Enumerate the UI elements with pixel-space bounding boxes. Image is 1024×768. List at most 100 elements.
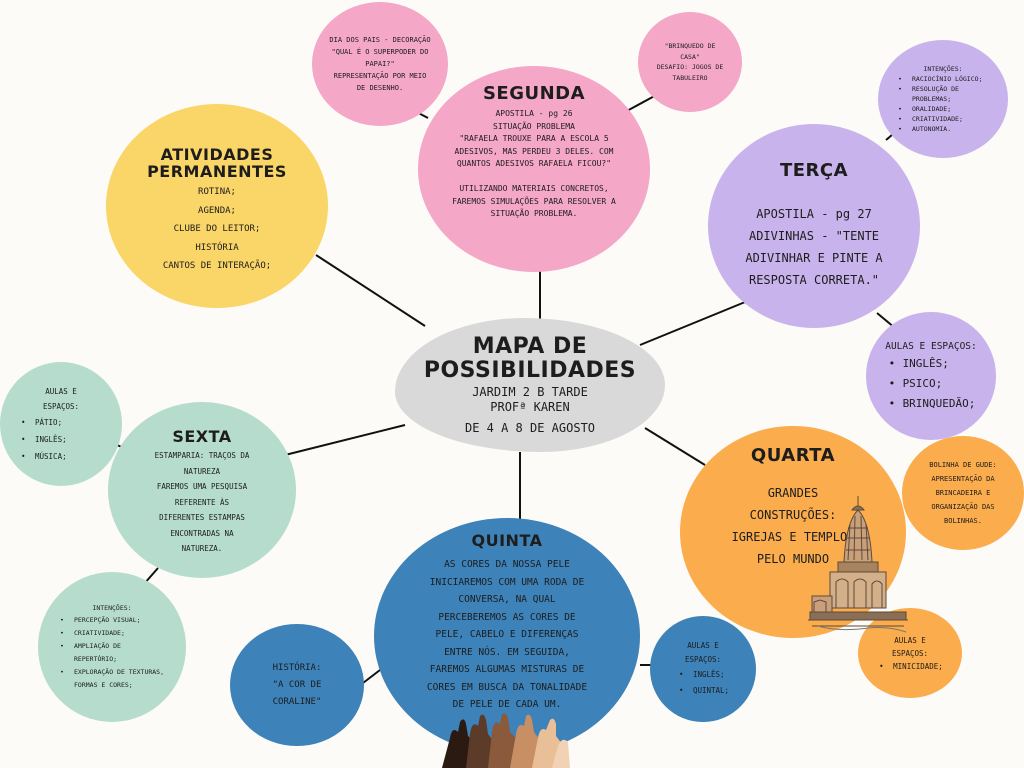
hands-illustration: [442, 713, 570, 768]
dia-dos-pais-line: DE DESENHO.: [356, 84, 404, 92]
bolinha-de-gude-line: APRESENTAÇÃO DA: [931, 475, 995, 483]
dia-dos-pais-line: DIA DOS PAIS - DECORAÇÃO: [329, 36, 431, 44]
dia-dos-pais-line: "QUAL É O SUPERPODER DO: [331, 48, 429, 56]
quinta-node: QUINTA AS CORES DA NOSSA PELE INICIAREMOS…: [374, 518, 640, 754]
aulas-quarta-header1: AULAS E: [894, 635, 926, 645]
terca-node: TERÇA APOSTILA - pg 27 ADIVINHAS - "TENTE…: [708, 124, 920, 328]
segunda-line: QUANTOS ADESIVOS RAFAELA FICOU?": [456, 159, 612, 168]
brinquedo-line: DESAFIO: JOGOS DE: [656, 63, 724, 71]
center-node: MAPA DE POSSIBILIDADES JARDIM 2 B TARDE …: [395, 318, 665, 452]
quinta-text: AS CORES DA NOSSA PELE INICIAREMOS COM UM…: [427, 556, 587, 714]
intencoes-terca-header: INTENÇÕES:: [923, 65, 963, 73]
aulas-quinta-header2: ESPAÇOS:: [684, 655, 722, 664]
atividades-node: ATIVIDADES PERMANENTES ROTINA;AGENDA;CLU…: [106, 104, 328, 308]
terca-line: ADIVINHAS - "TENTE: [748, 229, 880, 243]
sexta-title: SEXTA: [172, 427, 232, 446]
quinta-line: CONVERSA, NA QUAL: [458, 594, 556, 605]
atividades-line: HISTÓRIA: [195, 242, 239, 253]
intencao-terca-item: RACIOCÍNIO LÓGICO;: [896, 74, 990, 84]
aula-terca-item: BRINQUEDÃO;: [887, 394, 976, 414]
quarta-line: IGREJAS E TEMPLOS: [731, 530, 855, 544]
aulas-quinta-list: INGLÊS;QUINTAL;: [677, 667, 729, 699]
aulas-quarta-node: AULAS E ESPAÇOS: MINICIDADE;: [858, 608, 962, 698]
atividades-line: CANTOS DE INTERAÇÃO;: [162, 261, 272, 271]
quarta-title: QUARTA: [750, 445, 836, 466]
atividades-title-line2: PERMANENTES: [147, 162, 287, 181]
historia-line: HISTÓRIA:: [272, 662, 322, 673]
aulas-sexta-header2: ESPAÇOS:: [42, 401, 80, 411]
segunda-line: [452, 171, 616, 184]
terca-title: TERÇA: [779, 160, 849, 181]
intencao-sexta-item: PERCEPÇÃO VISUAL;: [58, 614, 166, 627]
brinquedo-line: CASA": [680, 52, 700, 61]
atividades-line: AGENDA;: [198, 205, 236, 216]
intencao-sexta-item: AMPLIAÇÃO DE REPERTÓRIO;: [58, 640, 166, 666]
quinta-line: DE PELE DE CADA UM.: [452, 699, 562, 710]
quinta-line: INICIAREMOS COM UMA RODA DE: [429, 576, 585, 588]
segunda-line: SITUAÇÃO PROBLEMA: [493, 121, 575, 131]
intencoes-sexta-node: INTENÇÕES: PERCEPÇÃO VISUAL;CRIATIVIDADE…: [38, 572, 186, 722]
aulas-sexta-node: AULAS E ESPAÇOS: PÁTIO;INGLÊS;MÚSICA;: [0, 362, 122, 486]
bolinha-de-gude-line: BOLINHAS.: [944, 517, 982, 525]
intencoes-sexta-list: PERCEPÇÃO VISUAL;CRIATIVIDADE;AMPLIAÇÃO …: [58, 614, 166, 692]
dia-dos-pais-text: DIA DOS PAIS - DECORAÇÃO "QUAL É O SUPERP…: [329, 34, 430, 94]
quinta-line: CORES EM BUSCA DA TONALIDADE: [426, 681, 588, 693]
dia-dos-pais-line: PAPAI?": [365, 60, 395, 68]
intencao-terca-item: ORALIDADE;: [896, 104, 990, 114]
center-dates: DE 4 A 8 DE AGOSTO: [464, 420, 596, 435]
terca-line: APOSTILA - pg 27: [756, 207, 872, 221]
sexta-line: FAREMOS UMA PESQUISA: [156, 482, 248, 491]
segunda-line: ADESIVOS, MAS PERDEU 3 DELES. COM: [454, 146, 614, 156]
sexta-line: DIFERENTES ESTAMPAS: [159, 513, 245, 522]
aula-quinta-item: INGLÊS;: [677, 667, 729, 683]
aulas-quarta-header2: ESPAÇOS:: [891, 648, 929, 658]
atividades-line: CLUBE DO LEITOR;: [173, 224, 261, 234]
sexta-line: NATUREZA.: [181, 544, 223, 553]
aulas-terca-header: AULAS E ESPAÇOS:: [885, 340, 977, 352]
aula-sexta-item: MÚSICA;: [19, 448, 103, 465]
connector-atividades: [315, 254, 426, 327]
aulas-terca-node: AULAS E ESPAÇOS: INGLÊS;PSICO;BRINQUEDÃO…: [866, 312, 996, 440]
segunda-line: SITUAÇÃO PROBLEMA.: [490, 209, 578, 218]
intencoes-terca-node: INTENÇÕES: RACIOCÍNIO LÓGICO;RESOLUÇÃO D…: [878, 40, 1008, 158]
segunda-line: UTILIZANDO MATERIAIS CONCRETOS,: [459, 184, 609, 193]
dia-dos-pais-line: REPRESENTAÇÃO POR MEIO: [333, 72, 427, 80]
aulas-quarta-list: MINICIDADE;: [877, 660, 943, 673]
intencao-terca-item: CRIATIVIDADE;: [896, 114, 990, 124]
segunda-line: "RAFAELA TROUXE PARA A ESCOLA 5: [459, 134, 609, 143]
intencao-terca-item: AUTONOMIA.: [896, 124, 990, 134]
quinta-line: ENTRE NÓS. EM SEGUIDA,: [444, 646, 570, 658]
intencoes-terca-list: RACIOCÍNIO LÓGICO;RESOLUÇÃO DE PROBLEMAS…: [896, 74, 990, 134]
segunda-title: SEGUNDA: [482, 83, 586, 104]
temple-illustration: [808, 496, 908, 633]
aula-sexta-item: INGLÊS;: [19, 431, 103, 448]
sexta-line: ENCONTRADAS NA: [170, 528, 234, 538]
quinta-title: QUINTA: [471, 531, 543, 550]
connector-historia: [362, 669, 381, 684]
quarta-line: PELO MUNDO: [756, 552, 830, 566]
atividades-line: ROTINA;: [198, 187, 236, 197]
quarta-line: GRANDES: [767, 486, 819, 500]
terca-text: APOSTILA - pg 27 ADIVINHAS - "TENTE ADIVIN…: [745, 203, 882, 291]
terca-line: ADIVINHAR E PINTE A: [745, 251, 883, 265]
center-title-line1: MAPA DE: [472, 333, 588, 359]
aulas-quinta-node: AULAS E ESPAÇOS: INGLÊS;QUINTAL;: [650, 616, 756, 722]
quinta-line: AS CORES DA NOSSA PELE: [444, 559, 570, 570]
center-teacher: PROFª KAREN: [490, 399, 570, 414]
sexta-line: REFERENTE ÀS: [174, 497, 230, 507]
atividades-text: ROTINA; AGENDA; CLUBE DO LEITOR; HISTÓRIA CA…: [163, 183, 271, 276]
center-title-line2: POSSIBILIDADES: [423, 357, 637, 383]
quinta-line: PERCEBEREMOS AS CORES DE: [438, 611, 576, 623]
terca-line: RESPOSTA CORRETA.": [748, 273, 880, 287]
sexta-line: ESTAMPARIA: TRAÇOS DA: [154, 451, 250, 460]
quinta-line: PELE, CABELO E DIFERENÇAS: [435, 629, 579, 640]
aula-terca-item: INGLÊS;: [887, 354, 976, 374]
